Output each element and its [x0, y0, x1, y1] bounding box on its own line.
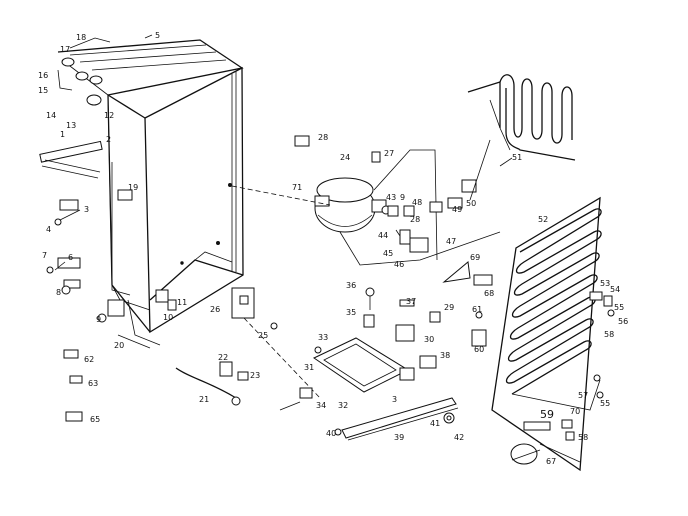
callout: 61	[472, 305, 482, 314]
callout: 63	[88, 379, 98, 388]
callout: 52	[538, 215, 548, 224]
callout: 27	[384, 149, 394, 158]
callout: 58	[604, 330, 614, 339]
callout: 71	[292, 183, 302, 192]
callout: 56	[618, 317, 628, 326]
callout: 47	[446, 237, 456, 246]
callout: 3	[84, 205, 89, 214]
base-pan	[299, 261, 493, 441]
callout: 55	[600, 399, 610, 408]
callout: 8	[56, 288, 61, 297]
callout: 62	[84, 355, 94, 364]
callout: 9	[400, 193, 405, 202]
callout: 1	[60, 130, 65, 139]
condenser-coil	[467, 74, 576, 201]
callout: 35	[346, 308, 356, 317]
callout: 28	[410, 215, 420, 224]
callout: 16	[38, 71, 48, 80]
callout: 21	[199, 395, 209, 404]
callout: 39	[394, 433, 404, 442]
callout: 26	[210, 305, 220, 314]
callout: 32	[338, 401, 348, 410]
evaporator-area-parts	[39, 34, 301, 422]
callout: 11	[177, 298, 187, 307]
callout: 43	[386, 193, 396, 202]
callout: 3	[392, 395, 397, 404]
callout: 31	[304, 363, 314, 372]
compressor-assembly	[231, 135, 501, 399]
callout: 37	[406, 297, 416, 306]
callout: 51	[512, 153, 522, 162]
callout: 42	[454, 433, 464, 442]
callout: 12	[104, 111, 114, 120]
callout: 2	[106, 135, 111, 144]
callout: 19	[128, 183, 138, 192]
callout: 20	[114, 341, 124, 350]
callout: 22	[218, 353, 228, 362]
callout-labels: 5 18 17 16 15 14 13 12 1 2 19 3 4 7 6 8 …	[38, 31, 628, 466]
rear-condenser-panel	[491, 196, 615, 472]
callout: 40	[326, 429, 336, 438]
callout: 60	[474, 345, 484, 354]
callout: 50	[466, 199, 476, 208]
callout: 38	[440, 351, 450, 360]
callout: 13	[66, 121, 76, 130]
callout: 25	[258, 331, 268, 340]
callout: 54	[610, 285, 620, 294]
callout: 24	[340, 153, 350, 162]
callout: 70	[570, 407, 580, 416]
callout: 59	[540, 408, 554, 421]
callout: 29	[444, 303, 454, 312]
callout: 57	[578, 391, 588, 400]
callout: 15	[38, 86, 48, 95]
callout: 48	[412, 198, 422, 207]
callout: 41	[430, 419, 440, 428]
callout: 68	[484, 289, 494, 298]
callout: 18	[76, 33, 86, 42]
callout: 10	[163, 313, 173, 322]
callout: 44	[378, 231, 388, 240]
cabinet	[57, 39, 244, 334]
callout: 45	[383, 249, 393, 258]
callout: 4	[46, 225, 51, 234]
callout: 17	[60, 45, 70, 54]
callout: 7	[42, 251, 47, 260]
callout: 5	[155, 31, 160, 40]
callout: 69	[470, 253, 480, 262]
callout: 49	[452, 205, 462, 214]
callout: 67	[546, 457, 556, 466]
callout: 28	[318, 133, 328, 142]
callout: 9	[96, 315, 101, 324]
callout: 6	[68, 253, 73, 262]
callout: 55	[614, 303, 624, 312]
callout: 65	[90, 415, 100, 424]
callout: 46	[394, 260, 404, 269]
callout: 23	[250, 371, 260, 380]
callout: 30	[424, 335, 434, 344]
callout: 36	[346, 281, 356, 290]
callout: 53	[600, 279, 610, 288]
callout: 33	[318, 333, 328, 342]
callout: 34	[316, 401, 326, 410]
callout: 58	[578, 433, 588, 442]
callout: 14	[46, 111, 56, 120]
